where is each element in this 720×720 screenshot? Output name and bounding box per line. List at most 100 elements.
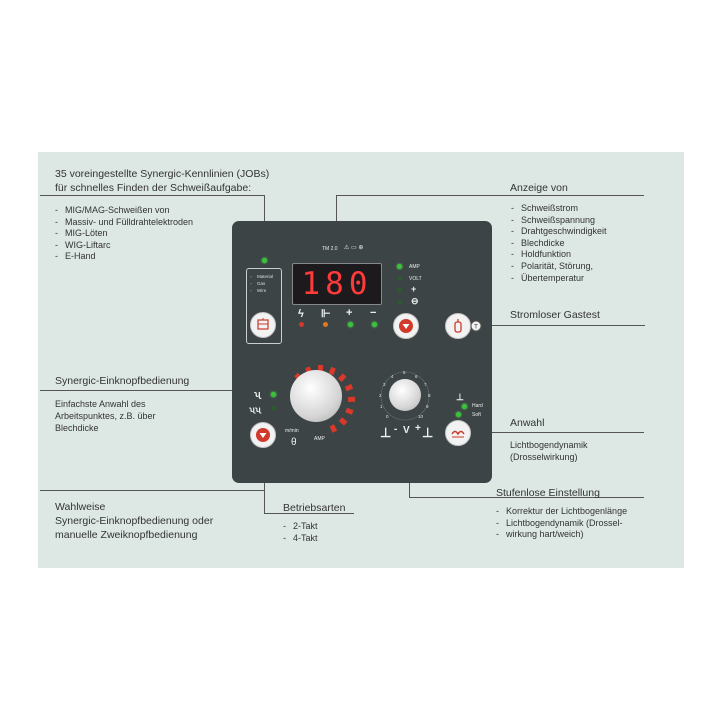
v-minus-symbol: -: [394, 424, 398, 435]
gas-test-button[interactable]: [445, 313, 471, 339]
list-item: WIG-Liftarc: [55, 240, 193, 252]
list-item: 2-Takt: [283, 521, 318, 533]
display-select-button[interactable]: [393, 313, 419, 339]
synergic-text-line2: Arbeitspunktes, z.B. über: [55, 411, 156, 421]
hold-icon: ⊩: [321, 308, 331, 320]
v-plus-symbol: +: [415, 423, 421, 434]
arc-long-icon: ⊥: [422, 425, 434, 440]
amp-knob-label: AMP: [314, 436, 325, 442]
amp-led: [397, 264, 402, 269]
timer-icon: T: [470, 320, 482, 332]
material-label: Material: [257, 274, 274, 279]
polarity-minus-indicator: ⊖: [411, 296, 419, 306]
wahlweise-line1: Wahlweise: [55, 501, 106, 513]
list-item: Drahtgeschwindigkeit: [511, 226, 607, 238]
synergic-knob[interactable]: [290, 370, 342, 422]
scale-tick: 5: [403, 370, 406, 375]
plus-led: [348, 322, 353, 327]
gas-bottle-icon: [454, 319, 462, 333]
anwahl-text-line1: Lichtbogendynamik: [510, 440, 588, 450]
job-icon: [257, 318, 269, 330]
volt-led: [397, 276, 402, 281]
betriebsarten-heading: Betriebsarten: [283, 502, 346, 514]
fault-led: [299, 322, 304, 327]
wahlweise-line3: manuelle Zweiknopfbedienung: [55, 529, 198, 541]
gas-bottle-icon: ◦: [250, 281, 252, 286]
list-item: 4-Takt: [283, 533, 318, 545]
v-knob-scale: [380, 371, 430, 421]
hold-led: [323, 322, 328, 327]
list-item: wirkung hart/weich): [496, 529, 627, 541]
2-takt-icon: ʯ: [254, 389, 261, 399]
scale-tick: 7: [424, 382, 427, 387]
list-item: Übertemperatur: [511, 273, 607, 285]
scale-tick: 1: [380, 404, 383, 409]
list-item: Korrektur der Lichtbogenlänge: [496, 506, 627, 518]
lightning-icon: ϟ: [298, 308, 304, 320]
gas-label: Gas: [257, 281, 266, 286]
model-label: TM 2.0: [322, 246, 338, 252]
jobs-heading-line1: 35 voreingestellte Synergic-Kennlinien (…: [55, 168, 270, 180]
list-item: Polarität, Störung,: [511, 261, 607, 273]
stufenlose-list: Korrektur der Lichtbogenlänge Lichtbogen…: [496, 506, 627, 541]
hard-label: Hard: [472, 403, 483, 409]
scale-tick: 2: [379, 393, 382, 398]
wahlweise-line2: Synergic-Einknopfbedienung oder: [55, 515, 214, 527]
job-select-button[interactable]: [250, 312, 276, 338]
minus-led: [372, 322, 377, 327]
2-takt-led: [271, 392, 276, 397]
hard-led: [462, 404, 467, 409]
arc-dynamic-icon: [451, 430, 465, 438]
anzeige-list: Schweißstrom Schweißspannung Drahtgeschw…: [511, 203, 607, 284]
stufenlose-heading: Stufenlose Einstellung: [496, 487, 600, 499]
scale-tick: 6: [415, 374, 418, 379]
leader-line: [264, 513, 354, 514]
arc-dynamic-button[interactable]: [445, 420, 471, 446]
leader-line: [336, 195, 644, 196]
voltage-knob[interactable]: [389, 379, 421, 411]
scale-tick: 8: [428, 393, 431, 398]
jobs-list: MIG/MAG-Schweißen von Massiv- und Fülldr…: [55, 205, 193, 263]
polarity-plus-indicator: +: [411, 284, 417, 294]
scale-tick: 4: [391, 374, 394, 379]
leader-line: [40, 390, 308, 391]
list-item: MIG/MAG-Schweißen von: [55, 205, 193, 217]
scale-tick: 0: [386, 414, 389, 419]
synergic-heading: Synergic-Einknopfbedienung: [55, 375, 190, 387]
arc-short-icon: ⊥: [380, 425, 392, 440]
material-selector-frame: [246, 268, 282, 344]
polarity-minus-symbol: −: [370, 307, 377, 319]
soft-led: [456, 412, 461, 417]
wire-label: Wire: [257, 288, 267, 293]
leader-line: [40, 490, 265, 491]
betriebsarten-list: 2-Takt 4-Takt: [283, 521, 318, 544]
4-takt-led: [271, 406, 276, 411]
synergic-text-line1: Einfachste Anwahl des: [55, 399, 146, 409]
polarity-plus-symbol: +: [346, 307, 353, 319]
warning-symbols-icon: ⚠ ▭ ⊕: [344, 245, 364, 251]
volt-indicator-label: VOLT: [409, 276, 422, 282]
list-item: E-Hand: [55, 251, 193, 263]
wire-reel-icon: ◦: [250, 288, 252, 293]
leader-line: [409, 497, 644, 498]
svg-text:T: T: [473, 324, 478, 331]
leader-line: [480, 325, 645, 326]
scale-tick: 10: [418, 414, 424, 419]
triangle-down-icon: [256, 428, 270, 442]
job-led: [262, 258, 267, 263]
list-item: Schweißspannung: [511, 215, 607, 227]
material-dot-icon: ◦: [250, 274, 252, 279]
scale-tick: 3: [383, 382, 386, 387]
synergic-text-line3: Blechdicke: [55, 423, 99, 433]
list-item: Holdfunktion: [511, 249, 607, 261]
list-item: Lichtbogendynamik (Drossel-: [496, 518, 627, 530]
polarity-minus-led: [397, 300, 402, 305]
mode-select-button[interactable]: [250, 422, 276, 448]
anzeige-heading: Anzeige von: [510, 182, 568, 194]
digital-display: 180: [292, 263, 382, 305]
display-value: 180: [301, 266, 373, 302]
amp-indicator-label: AMP: [409, 264, 420, 270]
anwahl-text-line2: (Drosselwirkung): [510, 452, 578, 462]
list-item: Blechdicke: [511, 238, 607, 250]
polarity-plus-led: [397, 288, 402, 293]
